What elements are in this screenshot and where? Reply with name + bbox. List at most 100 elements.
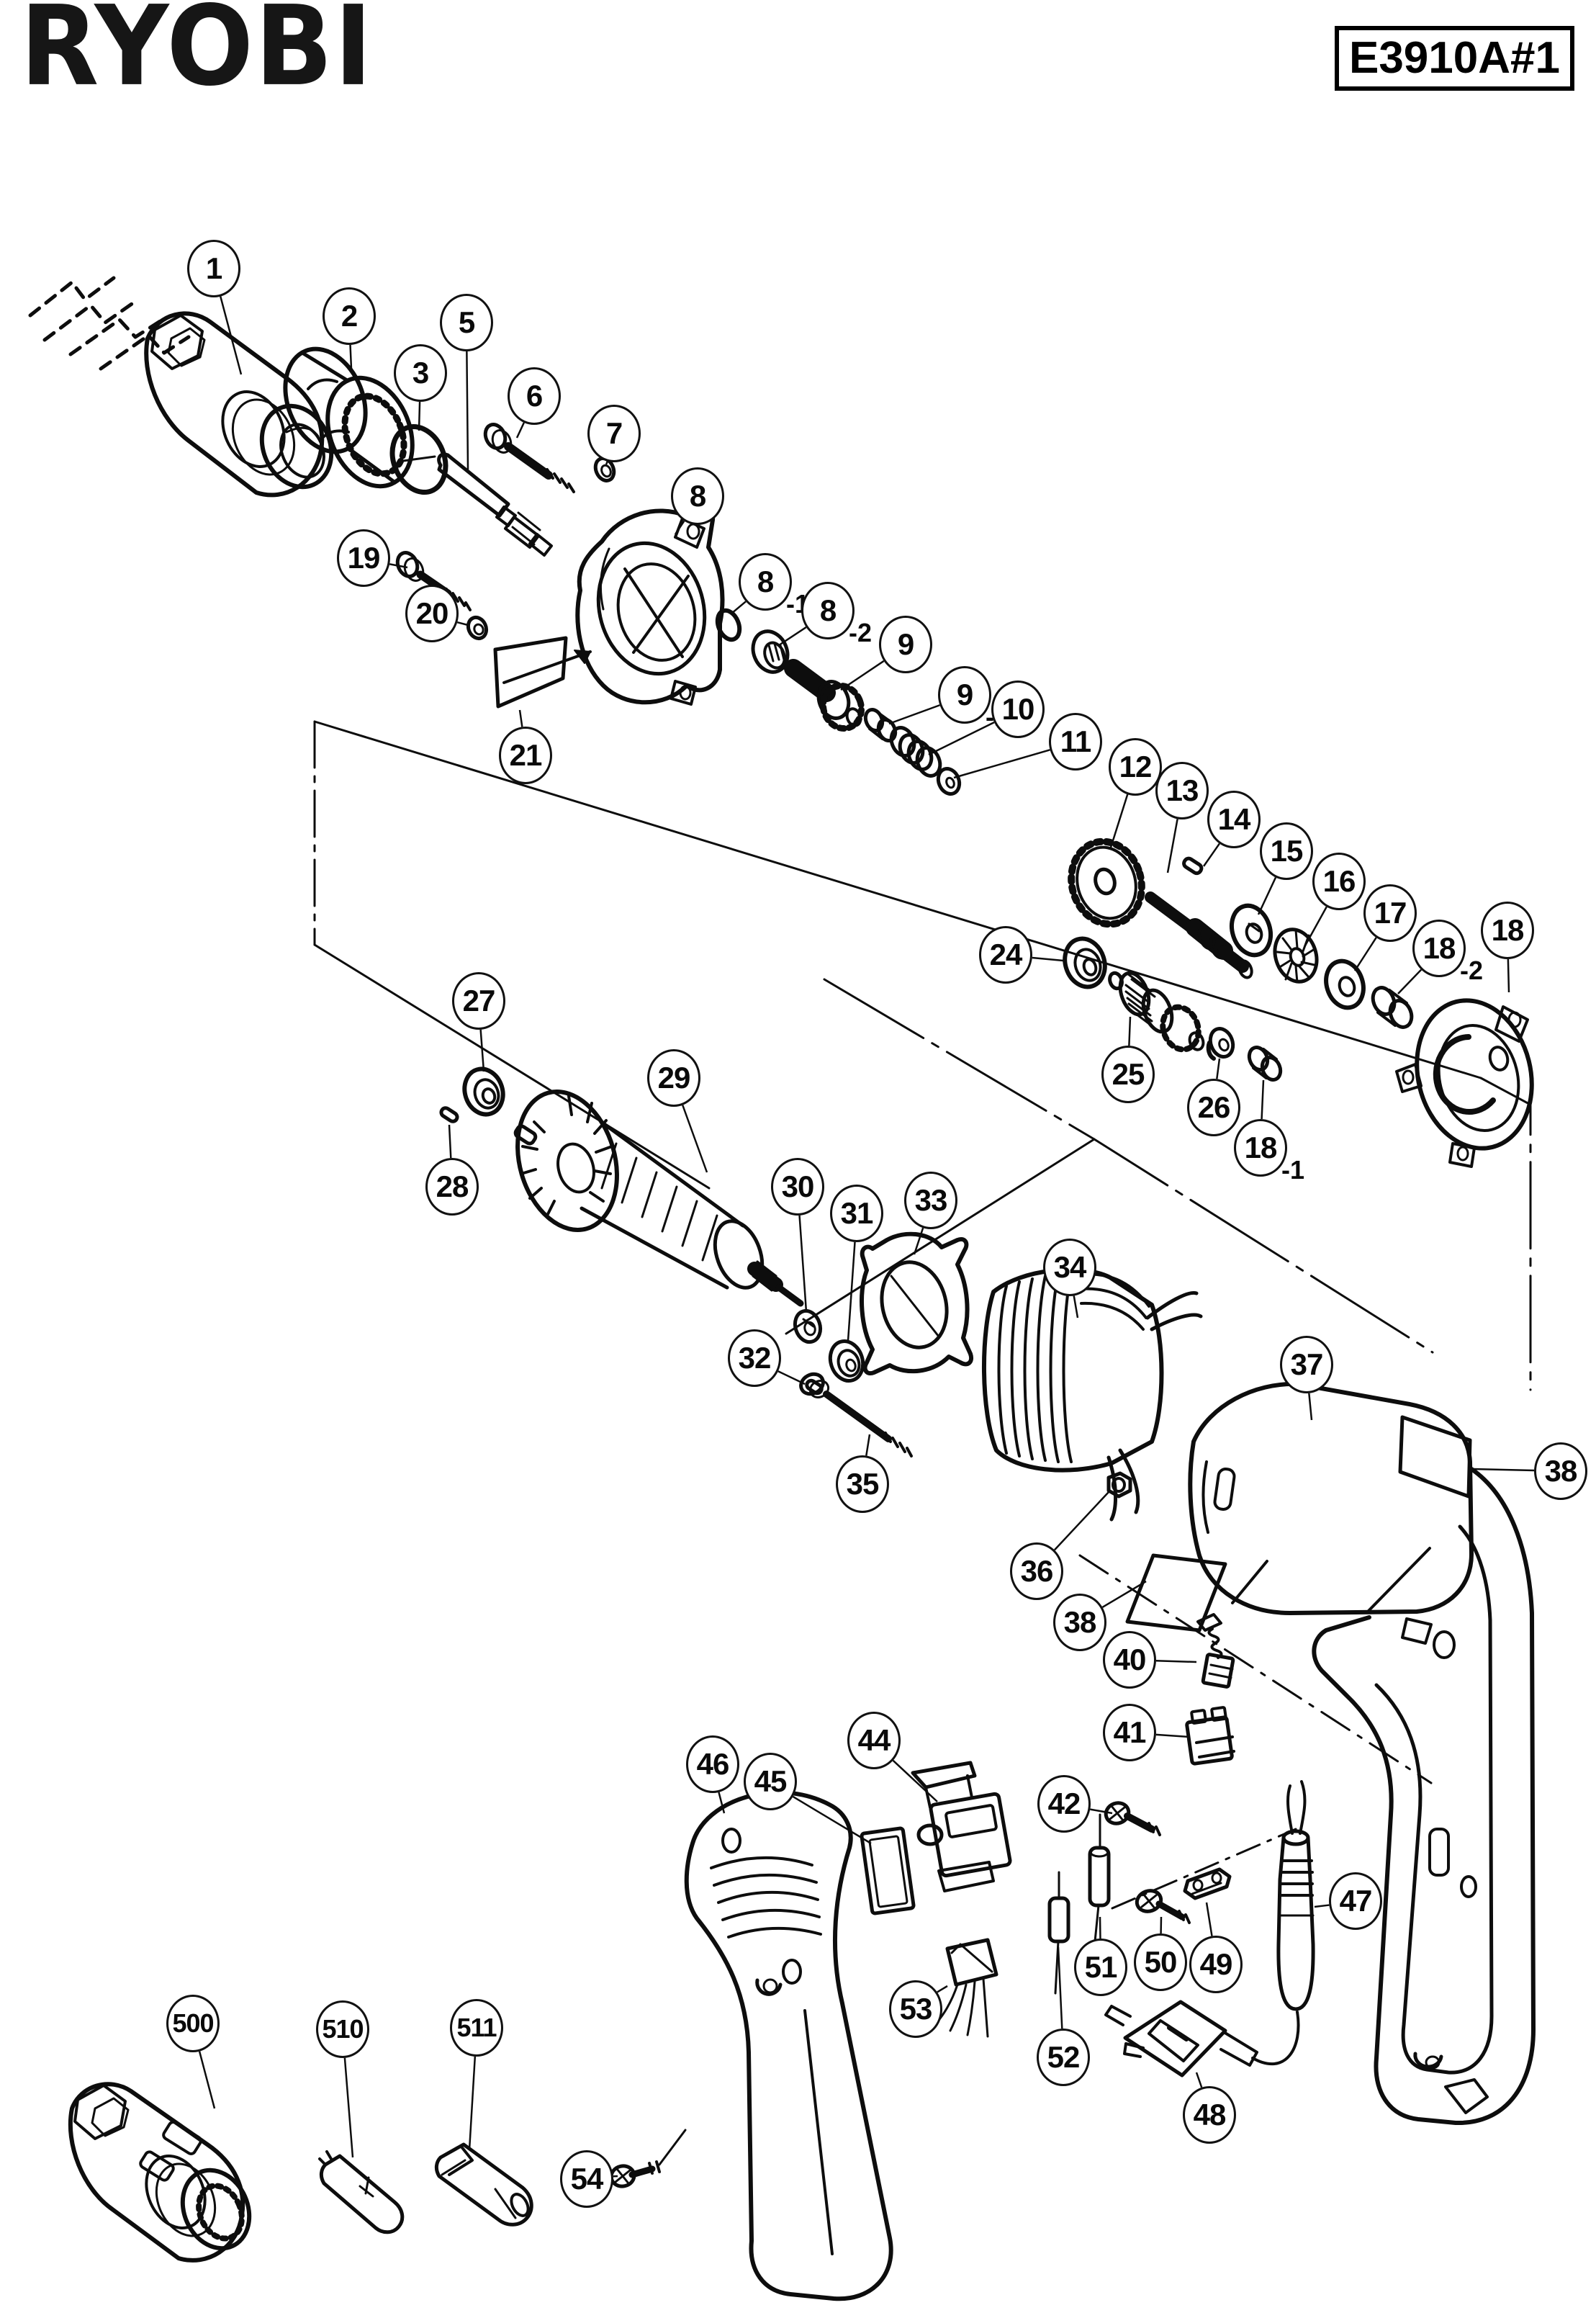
callout-17[interactable]: 17 <box>1363 884 1417 942</box>
part-spring-10 <box>889 726 942 778</box>
callout-12[interactable]: 12 <box>1109 738 1162 796</box>
callout-38L[interactable]: 38 <box>1053 1594 1106 1651</box>
callout-28[interactable]: 28 <box>425 1158 479 1216</box>
callout-31[interactable]: 31 <box>830 1185 883 1242</box>
callout-8-2[interactable]: 8 <box>801 582 855 639</box>
callout-27[interactable]: 27 <box>452 972 505 1030</box>
callout-15[interactable]: 15 <box>1260 822 1313 880</box>
callout-10[interactable]: 10 <box>991 680 1045 738</box>
callout-number: 11 <box>1060 724 1091 758</box>
callout-number: 2 <box>341 299 358 333</box>
callout-number: 34 <box>1053 1250 1087 1284</box>
callout-18-2[interactable]: 18 <box>1412 920 1466 977</box>
callout-53[interactable]: 53 <box>889 1980 942 2038</box>
callout-16[interactable]: 16 <box>1312 853 1366 910</box>
callout-24[interactable]: 24 <box>979 926 1032 984</box>
callout-number: 9 <box>897 627 914 661</box>
part-washer-15 <box>1230 903 1273 958</box>
callout-5[interactable]: 5 <box>440 294 493 351</box>
callout-49[interactable]: 49 <box>1189 1936 1243 1993</box>
callout-7[interactable]: 7 <box>587 405 641 462</box>
callout-38R[interactable]: 38 <box>1534 1442 1587 1500</box>
phantom-bit-icon <box>28 276 191 371</box>
callout-1[interactable]: 1 <box>187 240 240 297</box>
callout-36[interactable]: 36 <box>1010 1542 1063 1600</box>
callout-number: 32 <box>738 1341 772 1375</box>
callout-25[interactable]: 25 <box>1101 1046 1155 1103</box>
callout-number: 31 <box>840 1196 874 1230</box>
part-cord-guard-47 <box>1276 1780 1315 2011</box>
callout-6[interactable]: 6 <box>508 367 561 425</box>
callout-30[interactable]: 30 <box>771 1158 824 1216</box>
part-screw-42 <box>1104 1801 1161 1836</box>
part-bearing-31 <box>828 1339 865 1383</box>
callout-500[interactable]: 500 <box>166 1995 220 2052</box>
part-cord-clamp-49 <box>1183 1867 1232 1900</box>
callout-number: 21 <box>509 738 543 772</box>
callout-number: 8 <box>819 593 837 627</box>
callout-33[interactable]: 33 <box>904 1172 957 1229</box>
callout-3[interactable]: 3 <box>394 344 447 402</box>
part-nut-36 <box>1106 1471 1132 1499</box>
part-nose-cap <box>144 311 334 498</box>
callout-26[interactable]: 26 <box>1187 1079 1240 1136</box>
callout-18-1[interactable]: 18 <box>1234 1119 1287 1177</box>
callout-48[interactable]: 48 <box>1183 2086 1236 2144</box>
ryobi-logo: RYOBI <box>20 0 374 111</box>
callout-number: 18 <box>1244 1131 1278 1164</box>
callout-19[interactable]: 19 <box>337 529 390 587</box>
part-choke-51 <box>1088 1813 1111 1950</box>
callout-14[interactable]: 14 <box>1207 791 1261 848</box>
part-nameplate-38-right <box>1398 1415 1472 1499</box>
callout-18[interactable]: 18 <box>1481 902 1534 959</box>
callout-8-1[interactable]: 8 <box>739 553 792 611</box>
callout-44[interactable]: 44 <box>847 1712 901 1769</box>
callout-46[interactable]: 46 <box>686 1735 739 1793</box>
callout-50[interactable]: 50 <box>1134 1933 1187 1991</box>
callout-2[interactable]: 2 <box>323 287 376 345</box>
callout-20[interactable]: 20 <box>405 585 459 642</box>
part-key-14 <box>1182 856 1204 876</box>
callout-47[interactable]: 47 <box>1329 1872 1382 1930</box>
callout-suffix-8-2: -2 <box>849 618 873 647</box>
callout-number: 30 <box>781 1169 815 1203</box>
callout-45[interactable]: 45 <box>744 1753 797 1810</box>
part-nameplate-38-left <box>1125 1553 1227 1632</box>
callout-13[interactable]: 13 <box>1155 762 1209 819</box>
callout-54[interactable]: 54 <box>560 2150 613 2208</box>
callout-9-1[interactable]: 9 <box>938 666 991 724</box>
part-bearing-24 <box>1063 936 1107 989</box>
callout-511[interactable]: 511 <box>450 1999 503 2057</box>
callout-510[interactable]: 510 <box>316 2000 369 2058</box>
callout-35[interactable]: 35 <box>836 1455 889 1513</box>
callout-21[interactable]: 21 <box>499 727 552 784</box>
callout-52[interactable]: 52 <box>1037 2029 1090 2086</box>
callout-51[interactable]: 51 <box>1074 1939 1127 1996</box>
callout-number: 38 <box>1544 1454 1578 1488</box>
callout-29[interactable]: 29 <box>647 1049 700 1107</box>
callout-number: 51 <box>1084 1950 1118 1984</box>
part-washer-20 <box>466 615 489 641</box>
callout-number: 45 <box>754 1764 788 1798</box>
callout-suffix-18-2: -2 <box>1460 956 1484 985</box>
callout-9[interactable]: 9 <box>879 616 932 673</box>
callout-number: 36 <box>1020 1554 1054 1588</box>
callout-42[interactable]: 42 <box>1037 1775 1091 1833</box>
callout-34[interactable]: 34 <box>1043 1239 1096 1296</box>
callout-32[interactable]: 32 <box>728 1329 781 1387</box>
callout-number: 27 <box>462 984 496 1018</box>
part-shaft-13 <box>1145 891 1253 979</box>
part-spindle <box>437 452 553 557</box>
callout-11[interactable]: 11 <box>1049 713 1102 771</box>
callout-number: 500 <box>172 2008 214 2038</box>
callout-number: 5 <box>458 305 475 339</box>
callout-number: 9 <box>956 678 973 711</box>
part-o-ring <box>389 423 448 495</box>
callout-37[interactable]: 37 <box>1280 1336 1333 1393</box>
callout-41[interactable]: 41 <box>1103 1704 1156 1761</box>
callout-8[interactable]: 8 <box>671 467 724 525</box>
part-washer-7 <box>593 457 616 482</box>
callout-40[interactable]: 40 <box>1103 1631 1156 1689</box>
part-screw-6 <box>483 423 575 493</box>
part-armature <box>513 1090 804 1307</box>
